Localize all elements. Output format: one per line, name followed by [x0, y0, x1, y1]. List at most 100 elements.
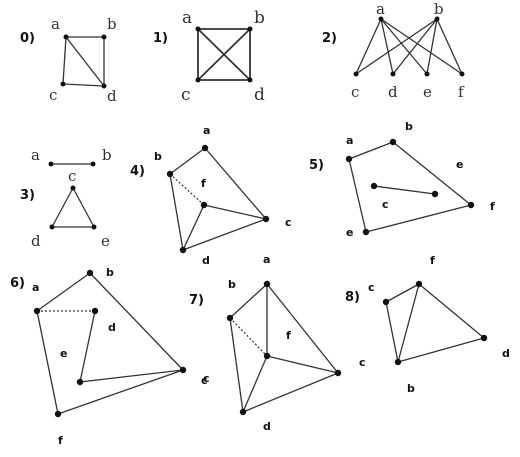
graph-node — [382, 298, 390, 306]
graph-edge — [385, 301, 399, 363]
node-label: e — [346, 226, 353, 239]
node-label: c — [382, 198, 389, 211]
graph-node — [179, 366, 187, 374]
graph-node — [459, 71, 465, 77]
node-label: a — [32, 281, 39, 294]
node-label: c — [68, 167, 76, 185]
graph-number-label: 8) — [345, 290, 360, 305]
node-label: b — [154, 150, 162, 163]
graph-node — [201, 144, 209, 152]
node-label: d — [31, 232, 41, 250]
graph-edge — [72, 187, 95, 228]
node-label: c — [285, 216, 292, 229]
graph-edge — [36, 272, 91, 312]
graph-3: 3) a b c d e — [20, 146, 112, 250]
graph-node — [389, 138, 397, 146]
node-label: a — [182, 8, 192, 28]
graph-edge — [348, 158, 367, 233]
graph-edge — [397, 283, 420, 363]
graph-node — [63, 34, 69, 40]
graph-edge — [385, 283, 420, 303]
node-label: e — [101, 232, 110, 250]
graph-edge — [348, 141, 394, 160]
graph-number-label: 6) — [10, 276, 25, 291]
node-label: a — [51, 15, 60, 33]
graph-edge — [365, 204, 472, 233]
node-label: f — [458, 83, 465, 101]
graph-edge — [266, 355, 339, 374]
node-label: c — [201, 374, 208, 387]
node-label: b — [254, 8, 265, 28]
node-label: d — [107, 87, 117, 105]
node-label: c — [203, 372, 210, 385]
node-label: e — [456, 158, 463, 171]
node-label: c — [368, 281, 375, 294]
graph-node — [345, 155, 353, 163]
graph-edge — [266, 283, 339, 374]
graph-edge — [392, 141, 472, 206]
graph-edge — [229, 283, 268, 319]
node-label: b — [107, 15, 117, 33]
graph-node — [33, 307, 41, 315]
node-label: b — [434, 0, 444, 18]
node-label: c — [49, 86, 57, 104]
graph-node — [334, 369, 342, 377]
graph-number-label: 4) — [130, 164, 145, 179]
graph-node — [424, 71, 430, 77]
graph-node — [101, 83, 107, 89]
node-label: b — [102, 146, 112, 164]
graph-node — [467, 201, 475, 209]
graph-5: 5) a b e c f e f — [309, 120, 495, 267]
node-label: c — [181, 85, 191, 105]
graph-4: 4) a b f c d — [130, 124, 292, 267]
graph-number-label: 3) — [20, 188, 35, 203]
node-label: e — [60, 347, 67, 360]
graph-7: 7) b a f c d — [189, 253, 342, 433]
graph-0: 0) a b c d — [20, 15, 117, 105]
graph-number-label: 2) — [322, 31, 337, 46]
graph-edge — [355, 18, 438, 75]
graph-node — [179, 246, 187, 254]
node-label: d — [254, 85, 265, 105]
graph-edge — [36, 310, 59, 415]
graph-node — [49, 224, 55, 230]
graph-edge — [89, 272, 184, 371]
graph-1: 1) a b c d — [153, 8, 265, 105]
graph-edge — [65, 36, 105, 87]
node-label: f — [490, 200, 495, 213]
graph-node — [195, 77, 201, 83]
node-label: a — [31, 146, 40, 164]
graph-edge — [397, 337, 485, 363]
graph-edge — [426, 18, 438, 75]
graph-edge — [418, 283, 485, 339]
graph-node — [166, 170, 174, 178]
graph-node — [362, 228, 370, 236]
node-label: e — [423, 83, 432, 101]
graph-node — [434, 16, 440, 22]
node-label: f — [201, 177, 206, 190]
graph-node — [86, 269, 94, 277]
graph-node — [226, 314, 234, 322]
node-label: d — [502, 347, 510, 360]
graph-edge — [355, 18, 382, 75]
graph-edge — [436, 18, 463, 75]
graph-node — [60, 81, 66, 87]
graph-node — [70, 185, 76, 191]
graph-edge — [229, 317, 268, 357]
graph-8: 8) c d c b — [345, 280, 510, 395]
node-label: c — [351, 83, 359, 101]
graph-node — [101, 34, 107, 40]
graph-edge — [79, 310, 96, 383]
graph-edge — [229, 317, 244, 413]
node-label: a — [376, 0, 385, 18]
node-label: d — [202, 254, 210, 267]
graph-node — [431, 190, 439, 198]
graph-node — [90, 161, 96, 167]
graph-6: 6) b a d e c f — [10, 266, 208, 447]
graph-edge — [169, 147, 206, 175]
graph-edge — [380, 18, 463, 75]
graph-edge — [182, 204, 205, 251]
graph-node — [262, 215, 270, 223]
graph-node — [263, 280, 271, 288]
